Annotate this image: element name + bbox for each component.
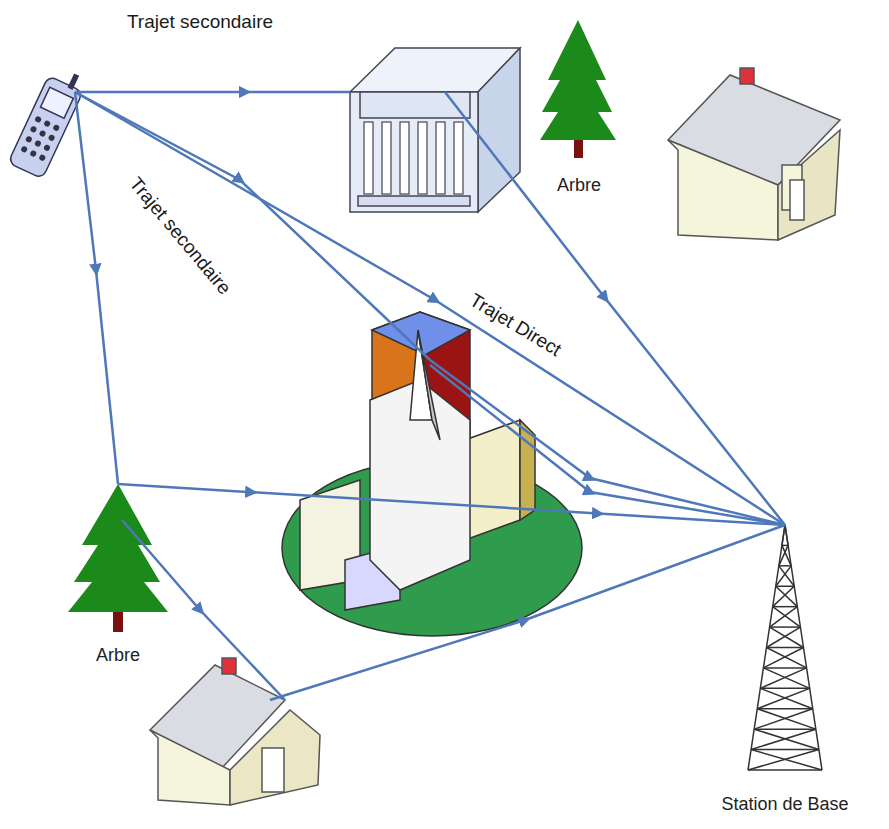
node-label: Arbre (93, 645, 143, 666)
house (668, 68, 840, 240)
tower (748, 525, 822, 770)
node-label: Arbre (554, 175, 604, 196)
signal-path (118, 484, 785, 525)
building (350, 48, 520, 212)
path-label: Trajet secondaire (123, 171, 238, 302)
tree: Arbre (538, 16, 620, 196)
tree-illustration (68, 484, 168, 632)
tree-illustration (540, 20, 616, 158)
phone (8, 65, 88, 179)
path-label: Trajet secondaire (124, 11, 276, 33)
signal-path (75, 92, 785, 700)
house (150, 658, 320, 805)
base-station: Station de Base (705, 525, 865, 815)
node-label: Station de Base (718, 794, 851, 815)
tree: Arbre (65, 484, 171, 666)
